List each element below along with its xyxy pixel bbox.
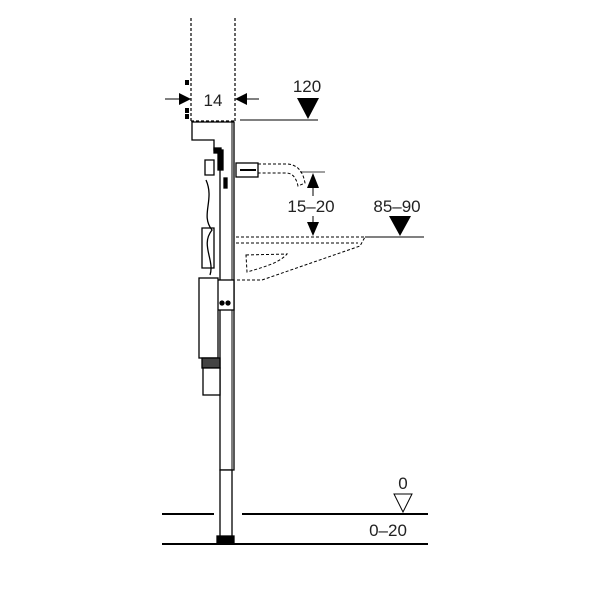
floor-lines (162, 513, 428, 545)
arrow-up-icon (307, 173, 319, 188)
installation-frame (191, 121, 235, 544)
floor-level-marker: 0 0–20 (369, 474, 413, 540)
basin-height-label: 85–90 (373, 197, 420, 216)
wall-anchors (185, 80, 189, 119)
frame-height-label: 120 (293, 77, 321, 96)
washbasin-outline (236, 236, 366, 281)
arrow-down-icon (307, 222, 319, 236)
tap-outlet (235, 162, 306, 187)
wall-depth-label: 14 (204, 91, 223, 110)
floor-level-label: 0 (398, 474, 407, 493)
level-triangle-icon (297, 98, 319, 119)
level-triangle-outline-icon (393, 493, 413, 514)
level-triangle-icon (389, 216, 411, 236)
tap-height-label: 15–20 (287, 197, 334, 216)
frame-height-marker: 120 (240, 77, 321, 121)
floor-adjust-label: 0–20 (369, 521, 407, 540)
wall-depth-dimension: 14 (165, 91, 259, 110)
arrow-right-icon (179, 93, 191, 105)
tap-height-dimension: 15–20 (287, 171, 335, 236)
arrow-left-icon (235, 93, 247, 105)
basin-height-marker: 85–90 (365, 197, 424, 238)
wall-outline (190, 18, 236, 122)
